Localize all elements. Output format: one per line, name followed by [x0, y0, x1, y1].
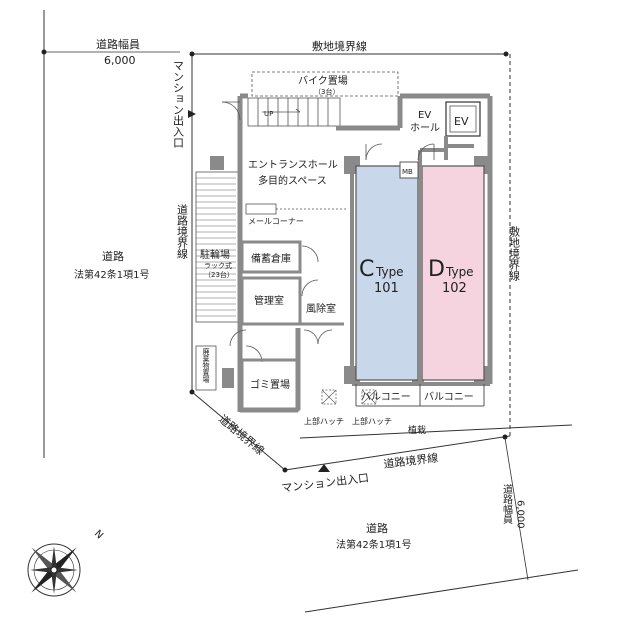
- road-bottom-line1: 道路: [366, 521, 388, 535]
- unit-c-101: [355, 165, 419, 381]
- road-width-value-right: 6,000: [515, 500, 526, 529]
- waste-area-label: 廃棄物置場: [202, 347, 210, 384]
- mail-corner-label: メールコーナー: [248, 217, 304, 226]
- unit-c-type: Type: [375, 265, 404, 279]
- entrance-hall-line2: 多目的スペース: [258, 174, 327, 187]
- site-boundary-top: 敷地境界線: [312, 39, 367, 53]
- bicycle-parking-label: 駐輪場: [200, 248, 230, 261]
- balcony-d-label: バルコニー: [424, 391, 474, 403]
- waste-area-box: [195, 345, 217, 391]
- mb-label: MB: [402, 168, 413, 176]
- mansion-entrance-bottom: マンション出入口: [281, 470, 370, 495]
- bike-parking-label: バイク置場: [298, 74, 348, 87]
- unit-d-102: [421, 165, 485, 381]
- mansion-entrance-vert: マンション出入口: [172, 60, 185, 148]
- mb-box: [399, 161, 419, 179]
- road-width-label: 道路幅員: [96, 37, 140, 51]
- bicycle-rack: ラック式: [204, 261, 232, 270]
- road-width-value: 6,000: [104, 54, 136, 67]
- unit-d-letter: D: [428, 257, 445, 282]
- unit-c-number: 101: [374, 281, 399, 296]
- bicycle-parking-outline: [195, 171, 239, 323]
- stairs: [247, 97, 341, 127]
- ev-hall-line1: EV: [418, 110, 431, 121]
- upper-hatch-2: 上部ハッチ: [352, 416, 392, 426]
- boundary-dots: [41, 49, 509, 473]
- road-boundary-bottom: 道路境界線: [383, 450, 439, 471]
- unit-walls: [350, 148, 490, 386]
- management-label: 管理室: [254, 294, 284, 307]
- windbreak-label: 風除室: [306, 302, 336, 315]
- unit-c-letter: C: [359, 257, 374, 282]
- mail-corner: [245, 203, 346, 215]
- elevator: [444, 101, 481, 160]
- storage-label: 備蓄倉庫: [251, 252, 291, 265]
- north-label: N: [92, 528, 105, 541]
- road-boundary-left: 道路境界線: [176, 203, 189, 259]
- boundary-lines: [43, 10, 579, 613]
- road-width-label-right: 道路幅員: [501, 483, 513, 525]
- bike-parking-area: [251, 71, 399, 97]
- bicycle-parking-stripes: [196, 177, 236, 317]
- road-bottom-line2: 法第42条1項1号: [336, 538, 411, 551]
- upper-hatch-1: 上部ハッチ: [304, 416, 344, 426]
- planting-label: 植栽: [408, 424, 426, 436]
- entrance-arrow-bottom-icon: [318, 464, 330, 472]
- trash-label: ゴミ置場: [250, 378, 290, 391]
- ev-hall-line2: ホール: [410, 122, 440, 134]
- interior-walls: [240, 240, 344, 412]
- entrance-arrow-left-icon: [188, 110, 196, 118]
- bicycle-count: （23台）: [204, 270, 234, 279]
- unit-d-number: 102: [442, 281, 467, 296]
- road-boundary-lower-left: 道路境界線: [216, 412, 267, 458]
- bike-count: （3台）: [314, 87, 339, 96]
- road-left-line2: 法第42条1項1号: [74, 268, 149, 281]
- site-boundary-right: 敷地境界線: [508, 225, 521, 281]
- ev-label: EV: [454, 115, 469, 128]
- hatch-symbols: [321, 389, 377, 405]
- road-left-line1: 道路: [102, 249, 124, 263]
- balconies: [355, 384, 485, 407]
- unit-d-type: Type: [445, 265, 474, 279]
- balcony-c-label: バルコニー: [361, 391, 411, 403]
- compass-icon: [27, 543, 81, 597]
- up-label: UP: [264, 110, 273, 118]
- entrance-hall-line1: エントランスホール: [248, 159, 338, 171]
